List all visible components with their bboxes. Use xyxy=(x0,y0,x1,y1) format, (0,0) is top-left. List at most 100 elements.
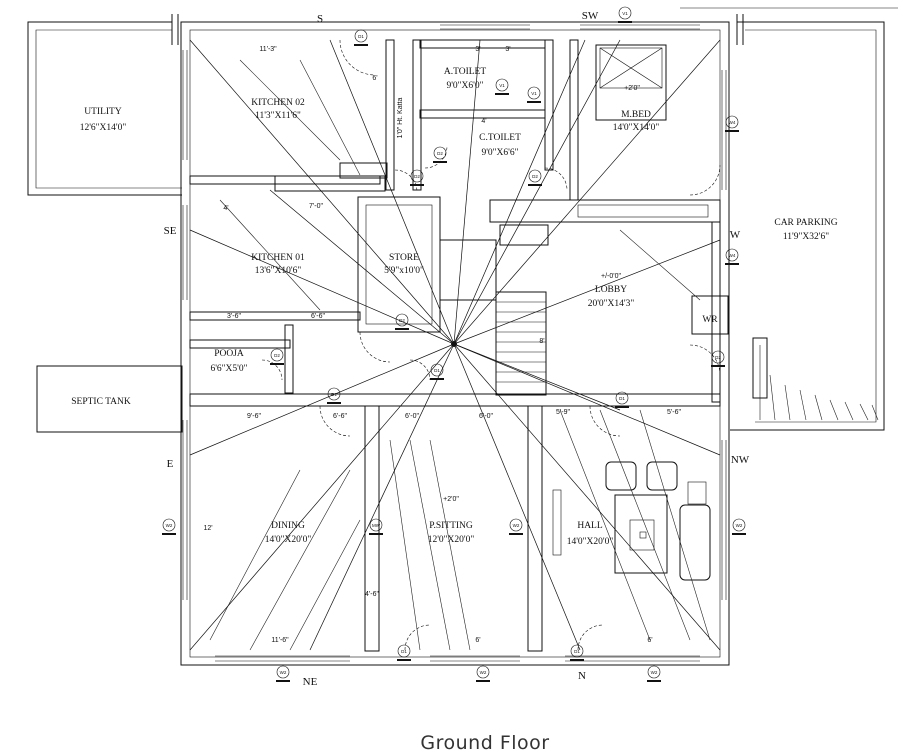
parking-ramp-hatch xyxy=(752,337,879,421)
tag-marker: D1 xyxy=(327,387,341,404)
room-name: C.TOILET xyxy=(479,133,521,143)
direction-northwest: NW xyxy=(731,454,750,466)
room-name: POOJA xyxy=(214,349,244,359)
dimension-label: 9'-6" xyxy=(247,413,261,420)
room-hall: HALL 14'0"X20'0" xyxy=(567,521,614,547)
dimension-label: 8' xyxy=(539,338,544,345)
windows xyxy=(182,24,727,662)
tag-marker: D2 xyxy=(270,348,284,365)
tag-text: V1 xyxy=(531,91,537,96)
tag-text: W2 xyxy=(480,670,487,675)
dimension-label: 7'-0" xyxy=(309,203,323,210)
dimension-label: 3'-6" xyxy=(227,313,241,320)
room-name: A.TOILET xyxy=(444,67,486,77)
tag-text: D2 xyxy=(414,174,420,179)
room-size: 12'0"X20'0" xyxy=(428,535,475,545)
room-lobby: +/-0'0" LOBBY 20'0"X14'3" xyxy=(588,273,635,309)
dimensions: 11'-3" 6' 3' 3' 4' 4' 7'-0" 3'-6" 6'-6" … xyxy=(203,46,681,644)
tag-text: W2 xyxy=(166,523,173,528)
room-size: 6'6"X5'0" xyxy=(210,364,247,374)
direction-south: S xyxy=(317,13,323,25)
room-utility: UTILITY 12'6"X14'0" xyxy=(80,107,127,133)
dimension-label: 6'-6" xyxy=(333,413,347,420)
tag-marker: D1 xyxy=(397,644,411,661)
room-size: 9'0"X6'6" xyxy=(481,148,518,158)
tag-marker: W2 xyxy=(276,665,290,682)
room-size: 11'3"X11'6" xyxy=(255,111,301,121)
room-name: HALL xyxy=(577,521,603,531)
dimension-label: 6'-6" xyxy=(311,313,325,320)
door-window-tags: D1 V1 V1 V1 D2 D2 D2 W4 W4 D2 D2 D1 D2 D… xyxy=(162,6,746,682)
drawing-caption: Ground Floor xyxy=(420,732,549,753)
bed-furniture xyxy=(595,44,667,121)
level-label: +/-0'0" xyxy=(601,273,621,280)
tag-marker: W2 xyxy=(476,665,490,682)
room-name: WR xyxy=(702,315,718,325)
tag-marker: W2 xyxy=(509,518,523,535)
dimension-label: 4' xyxy=(481,118,486,125)
tag-text: MW xyxy=(372,523,381,528)
room-septic-tank: SEPTIC TANK xyxy=(71,397,131,407)
direction-southeast: SE xyxy=(164,225,177,237)
dimension-label: 6' xyxy=(647,637,652,644)
tag-text: W4 xyxy=(729,253,736,258)
room-m-bed: M.BED 14'0"X14'0" +2'0" xyxy=(613,85,660,133)
tag-marker: D1 xyxy=(570,644,584,661)
direction-southwest: SW xyxy=(582,10,599,22)
tag-text: D1 xyxy=(574,649,580,654)
tag-text: W2 xyxy=(513,523,520,528)
tag-marker: D2 xyxy=(711,350,725,367)
room-name: KITCHEN 01 xyxy=(251,253,305,263)
tag-marker: W4 xyxy=(725,248,739,265)
room-size: 9'0"X6'0" xyxy=(446,81,483,91)
room-size: 14'0"X14'0" xyxy=(613,123,660,133)
room-size: 14'0"X20'0" xyxy=(265,535,312,545)
tag-text: D1 xyxy=(619,396,625,401)
vastu-rays xyxy=(189,39,721,651)
room-name: P.SITTING xyxy=(429,521,473,531)
room-p-sitting: +2'0" P.SITTING 12'0"X20'0" xyxy=(428,496,475,545)
tag-text: V1 xyxy=(622,11,628,16)
room-kitchen-02: KITCHEN 02 11'3"X11'6" xyxy=(251,98,305,121)
room-size: 5'9"x10'0" xyxy=(384,266,424,276)
floor-hatching xyxy=(209,59,711,651)
tag-text: D2 xyxy=(399,318,405,323)
tag-marker: V1 xyxy=(618,6,632,23)
room-a-toilet: A.TOILET 9'0"X6'0" xyxy=(444,67,486,91)
direction-north: N xyxy=(578,670,586,682)
room-kitchen-01: KITCHEN 01 13'6"X10'6" xyxy=(251,253,305,276)
tag-marker: V1 xyxy=(527,86,541,103)
dimension-label: 6'-0" xyxy=(479,413,493,420)
tag-text: D2 xyxy=(437,151,443,156)
dimension-label: 4' xyxy=(223,205,228,212)
room-name: M.BED xyxy=(621,110,651,120)
tag-text: V1 xyxy=(499,83,505,88)
room-name: DINING xyxy=(271,521,305,531)
tag-text: D2 xyxy=(274,353,280,358)
room-size: 12'6"X14'0" xyxy=(80,123,127,133)
tag-marker: D2 xyxy=(433,146,447,163)
dimension-label: 3' xyxy=(505,46,510,53)
room-dining: DINING 14'0"X20'0" xyxy=(265,521,312,545)
direction-west: W xyxy=(730,229,741,241)
room-name: STORE xyxy=(389,253,419,263)
dimension-label: 5'-9" xyxy=(556,409,570,416)
level-label: +2'0" xyxy=(443,496,459,503)
room-name: LOBBY xyxy=(595,285,627,295)
room-car-parking: CAR PARKING 11'9"X32'6" xyxy=(774,218,837,242)
dimension-label: 6' xyxy=(372,75,377,82)
dimension-label: 12' xyxy=(203,525,212,532)
utility-block xyxy=(27,21,182,196)
room-size: 20'0"X14'3" xyxy=(588,299,635,309)
room-name: SEPTIC TANK xyxy=(71,397,131,407)
dimension-label: 11'-3" xyxy=(259,46,277,53)
tag-marker: D1 xyxy=(615,391,629,408)
tag-text: W2 xyxy=(280,670,287,675)
dimension-label: 6'-0" xyxy=(405,413,419,420)
tag-text: W4 xyxy=(729,120,736,125)
car-parking-block xyxy=(680,7,898,431)
room-size: 11'9"X32'6" xyxy=(783,232,829,242)
septic-tank-block xyxy=(36,365,183,433)
